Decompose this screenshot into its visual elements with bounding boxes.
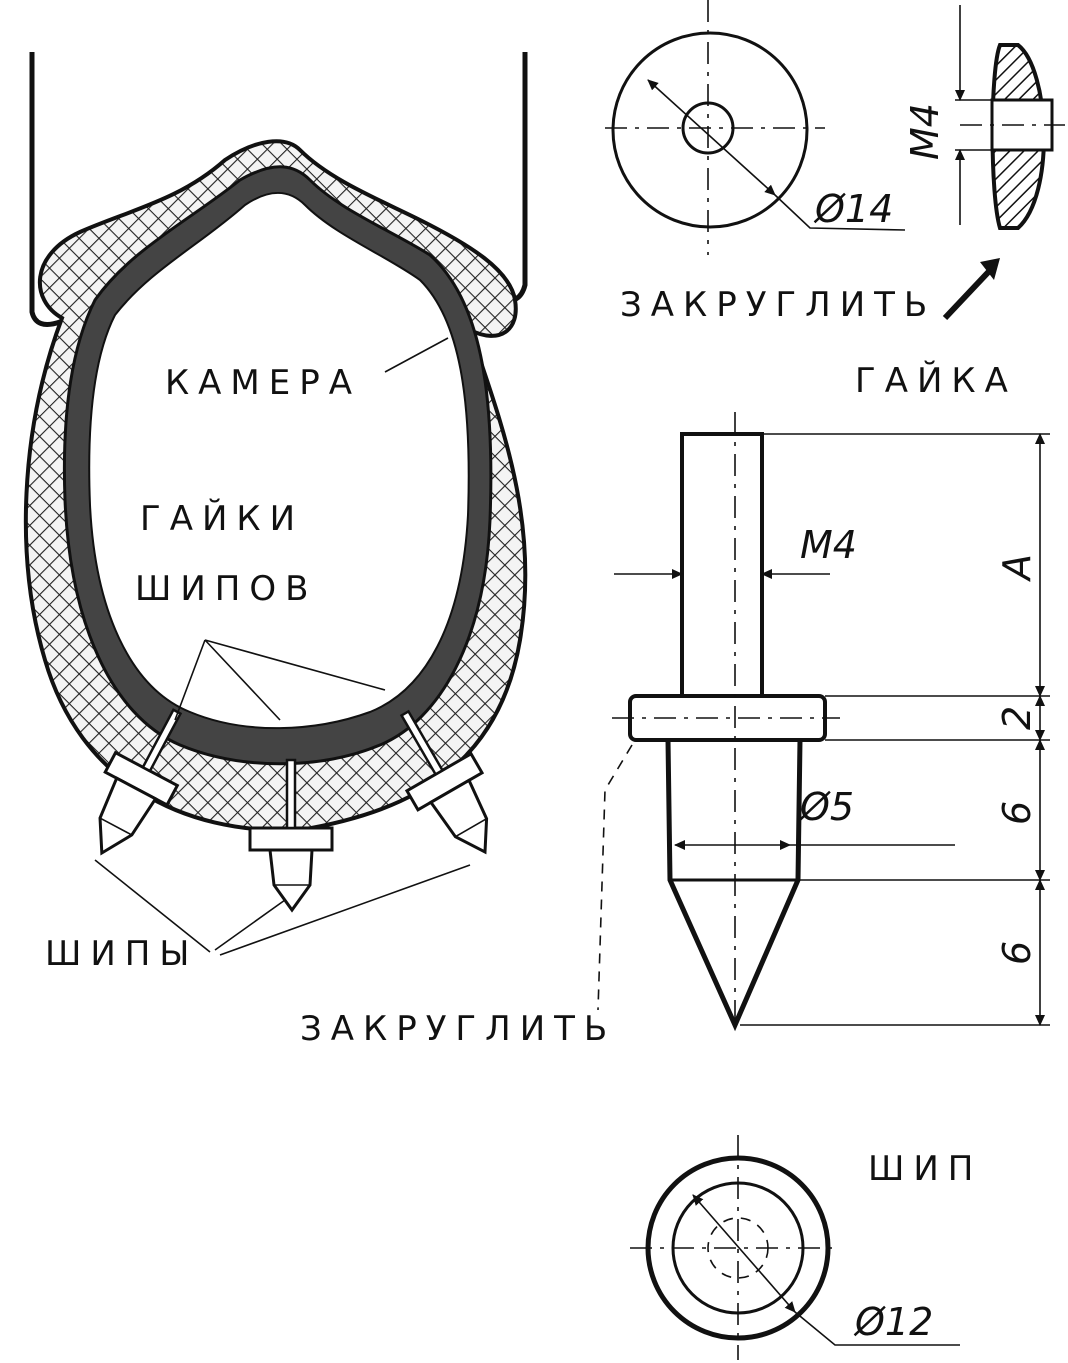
spike-center bbox=[248, 758, 334, 913]
nuts-label-line1: ГАЙКИ bbox=[140, 498, 304, 539]
spike-dim-6b: 6 bbox=[995, 941, 1039, 965]
nut-title: ГАЙКА bbox=[855, 360, 1017, 401]
spike-top-view: Ø12 ШИП bbox=[630, 1135, 982, 1360]
spike-drawing: М4 Ø5 А 2 6 6 bbox=[597, 412, 1050, 1032]
spike-dim-a: А bbox=[995, 554, 1039, 583]
round-off-label-bottom: ЗАКРУГЛИТЬ bbox=[300, 1009, 616, 1049]
round-off-label-top: ЗАКРУГЛИТЬ bbox=[620, 285, 936, 325]
tube-inner bbox=[88, 192, 470, 730]
spike-title: ШИП bbox=[868, 1149, 982, 1189]
spike-left bbox=[98, 708, 183, 856]
wheel-section: КАМЕРА ГАЙКИ ШИПОВ ШИПЫ ЗАКРУГЛИТЬ bbox=[23, 52, 616, 1049]
spike-thread-label: М4 bbox=[800, 523, 857, 567]
spike-stem bbox=[680, 432, 764, 698]
spike-dim-2: 2 bbox=[995, 706, 1039, 730]
tube-label: КАМЕРА bbox=[165, 363, 361, 403]
surface-finish-arrow-icon bbox=[942, 258, 1000, 321]
nut-thread-label: М4 bbox=[903, 103, 947, 160]
nuts-leader bbox=[174, 639, 386, 721]
spike-diameter-label: Ø5 bbox=[798, 785, 854, 829]
spike-head-diameter-arrow bbox=[692, 1194, 796, 1313]
nut-drawing: Ø14 М4 ЗАКРУГЛИТЬ ГАЙКА bbox=[605, 0, 1065, 401]
spike-head-diameter-label: Ø12 bbox=[853, 1300, 933, 1344]
spikes-label: ШИПЫ bbox=[45, 934, 198, 974]
nuts-label-line2: ШИПОВ bbox=[135, 569, 317, 609]
nut-outer-circle bbox=[611, 31, 809, 229]
tube-leader bbox=[384, 337, 449, 373]
spike-body bbox=[665, 739, 803, 1032]
spike-right bbox=[399, 709, 489, 855]
spikes-leader bbox=[94, 859, 471, 956]
nut-diameter-label: Ø14 bbox=[813, 187, 893, 231]
spike-dim-6a: 6 bbox=[995, 801, 1039, 825]
nut-diameter-arrow bbox=[647, 79, 776, 196]
